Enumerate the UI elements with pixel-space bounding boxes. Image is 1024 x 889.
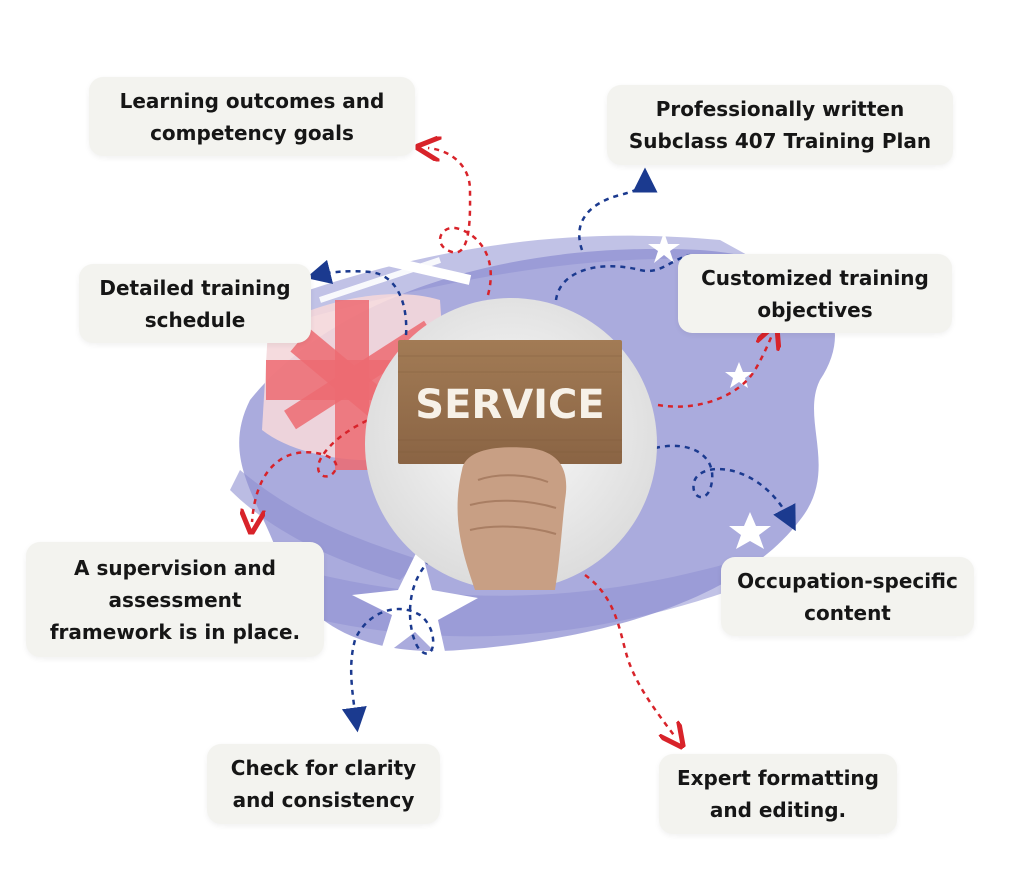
card-occupation-content: Occupation-specific content xyxy=(721,557,974,636)
card-occupation-line1: Occupation-specific xyxy=(737,568,958,593)
card-supervision-line3: framework is in place. xyxy=(49,619,301,644)
card-learning-outcomes: Learning outcomes and competency goals xyxy=(89,77,415,156)
arrow-to-occupation xyxy=(654,444,796,532)
card-clarity-line1: Check for clarity xyxy=(230,756,417,780)
arrow-to-supervision xyxy=(252,408,396,522)
card-formatting-line1: Expert formatting xyxy=(676,766,879,790)
card-training-plan: Professionally written Subclass 407 Trai… xyxy=(607,85,953,165)
card-learning-line2: competency goals xyxy=(150,120,354,145)
arrow-to-formatting xyxy=(584,573,676,738)
arrow-to-plan xyxy=(578,167,658,251)
card-clarity-check: Check for clarity and consistency xyxy=(207,744,440,824)
card-plan-line1: Professionally written xyxy=(655,97,905,121)
card-clarity-line2: and consistency xyxy=(232,788,415,812)
dotted-arrows xyxy=(252,148,796,738)
card-objectives-line1: Customized training xyxy=(701,265,929,290)
card-schedule-line2: schedule xyxy=(144,307,246,332)
sign-text: SERVICE xyxy=(415,382,604,428)
card-learning-line1: Learning outcomes and xyxy=(119,88,385,113)
card-occupation-line2: content xyxy=(804,600,891,625)
hand xyxy=(457,447,567,590)
arrow-to-clarity xyxy=(341,559,435,733)
arrow-plan-wave xyxy=(554,253,691,301)
arrow-to-objectives xyxy=(657,335,772,408)
center-illustration: SERVICE xyxy=(365,298,657,590)
card-training-schedule: Detailed training schedule xyxy=(79,264,311,343)
card-supervision-framework: A supervision and assessment framework i… xyxy=(26,542,324,657)
card-schedule-line1: Detailed training xyxy=(99,275,291,300)
card-training-objectives: Customized training objectives xyxy=(678,254,952,333)
arrow-to-learning xyxy=(428,148,492,296)
card-formatting-line2: and editing. xyxy=(709,798,847,822)
card-objectives-line2: objectives xyxy=(757,297,873,322)
card-plan-line2: Subclass 407 Training Plan xyxy=(628,129,932,153)
card-expert-formatting: Expert formatting and editing. xyxy=(659,754,897,834)
card-supervision-line2: assessment xyxy=(108,587,242,612)
cardboard-sign xyxy=(398,340,622,464)
card-supervision-line1: A supervision and xyxy=(74,555,276,580)
